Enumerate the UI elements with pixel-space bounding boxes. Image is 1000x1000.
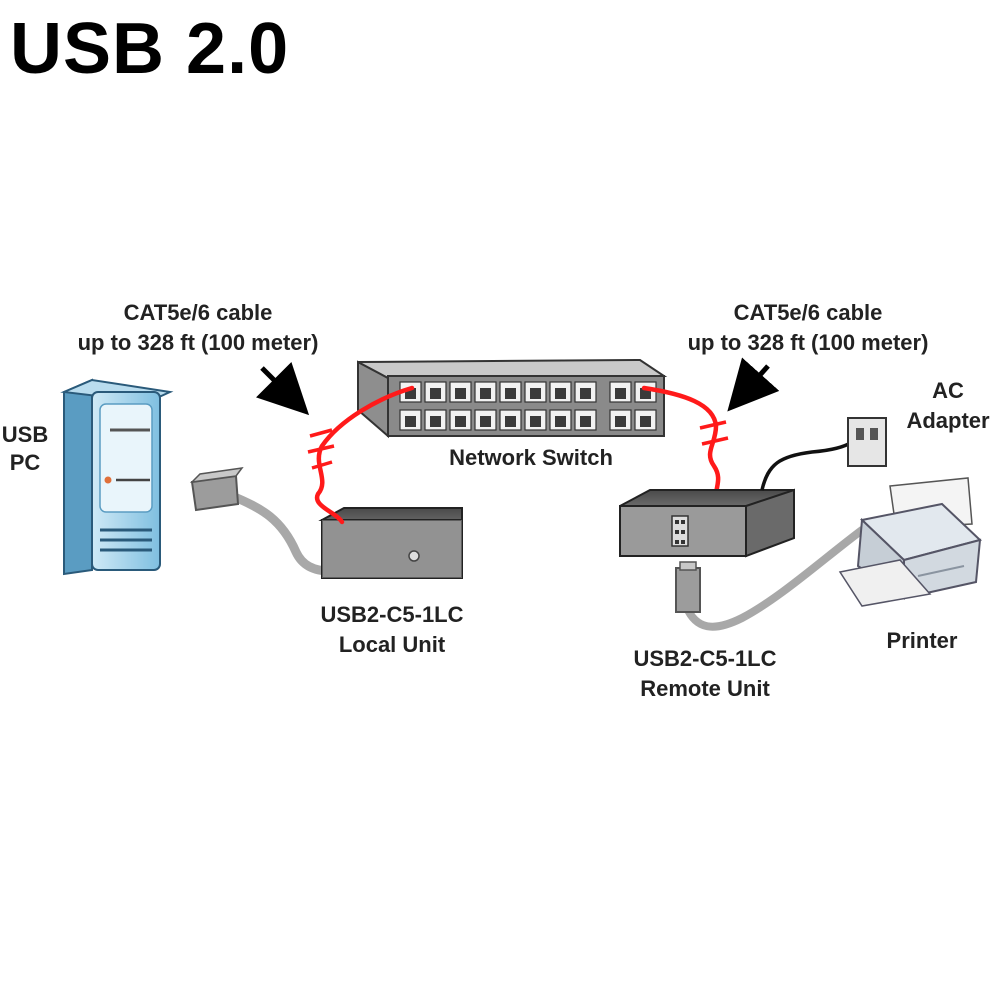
switch-port-socket (480, 388, 491, 399)
cat-cable-left (307, 385, 415, 525)
remote-unit-label-line2: Remote Unit (640, 676, 770, 701)
switch-port-socket (580, 388, 591, 399)
switch-port-socket (405, 416, 416, 427)
printer-icon (838, 477, 982, 607)
usb-pc-icon (60, 378, 174, 576)
switch-port-socket (555, 416, 566, 427)
arrow-left (256, 362, 310, 416)
cable-right-label-line2: up to 328 ft (100 meter) (688, 330, 929, 355)
switch-port-socket (555, 388, 566, 399)
switch-port-socket (640, 388, 651, 399)
remote-unit-icon (619, 488, 795, 558)
switch-port-socket (530, 388, 541, 399)
switch-port-socket (530, 416, 541, 427)
switch-port-socket (430, 416, 441, 427)
switch-port-socket (455, 388, 466, 399)
local-unit-label-line1: USB2-C5-1LC (320, 602, 463, 627)
switch-port-socket (580, 416, 591, 427)
switch-port-socket (505, 416, 516, 427)
usb-cable-remote (675, 526, 866, 631)
network-switch-icon (357, 358, 668, 439)
printer-label: Printer (887, 628, 958, 653)
switch-port-socket (405, 388, 416, 399)
local-unit-label-line2: Local Unit (339, 632, 446, 657)
ac-adapter-icon (847, 417, 887, 467)
arrow-right (727, 357, 780, 412)
cable-left-label-line1: CAT5e/6 cable (124, 300, 273, 325)
switch-port-socket (615, 416, 626, 427)
cable-left-label-line2: up to 328 ft (100 meter) (78, 330, 319, 355)
pc-label-line2: PC (10, 450, 41, 475)
switch-port-socket (640, 416, 651, 427)
remote-unit-label-line1: USB2-C5-1LC (633, 646, 776, 671)
switch-port-socket (430, 388, 441, 399)
usb-plug-icon (189, 467, 244, 512)
network-switch-label: Network Switch (449, 445, 613, 470)
switch-port-socket (455, 416, 466, 427)
ac-adapter-label-line2: Adapter (906, 408, 990, 433)
switch-port-socket (615, 388, 626, 399)
switch-port-socket (480, 416, 491, 427)
usb-plug-icon (675, 561, 701, 613)
local-unit-icon (318, 507, 463, 579)
cat-cable-right (641, 385, 729, 499)
pc-label-line1: USB (2, 422, 48, 447)
switch-ports (399, 381, 657, 431)
page-title: USB 2.0 (10, 9, 290, 89)
ac-power-cable (760, 440, 853, 491)
ac-adapter-label-line1: AC (932, 378, 964, 403)
switch-port-socket (505, 388, 516, 399)
cable-right-label-line1: CAT5e/6 cable (734, 300, 883, 325)
